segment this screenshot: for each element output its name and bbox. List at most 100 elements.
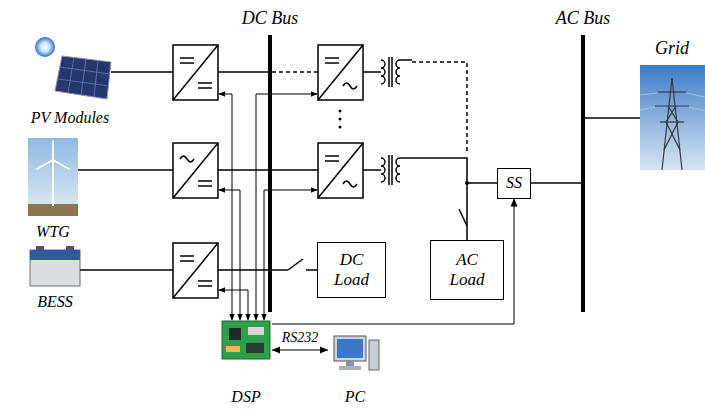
transformer-symbol (381, 158, 385, 182)
dc-ac-inverter (318, 143, 363, 198)
pc-picture (369, 340, 379, 370)
grid-pylon-picture (640, 93, 658, 95)
grid-pylon-picture (655, 78, 689, 170)
battery-picture (30, 250, 80, 260)
dc-dc-converter (173, 45, 218, 100)
box-label: AC Load (437, 250, 497, 289)
power-wire (466, 226, 468, 240)
load-box: AC Load (430, 240, 504, 300)
dc-ac-inverter (318, 45, 363, 100)
pv-module-picture (81, 59, 86, 95)
control-signal-line (219, 94, 317, 320)
dashed-wire (272, 62, 467, 154)
battery-picture (36, 246, 44, 250)
transformer-symbol (381, 60, 385, 84)
ac-dc-converter (180, 156, 194, 162)
pv-module-picture (58, 58, 110, 98)
grid-pylon-picture (660, 121, 684, 122)
dc-dc-converter (173, 243, 218, 298)
ac-dc-converter (173, 143, 218, 198)
grid-pylon-picture (664, 122, 678, 150)
ac-dc-converter (173, 143, 218, 198)
grid-pylon-picture (666, 122, 680, 150)
bus-bar (581, 35, 585, 312)
box-label: DC Load (324, 250, 379, 289)
control-signal-line (219, 190, 240, 320)
transformer-symbol (389, 57, 392, 87)
dc-ac-inverter (318, 143, 363, 198)
dsp-board-picture (248, 327, 264, 335)
pv-module-picture (68, 58, 74, 94)
bus-label: DC Bus (242, 8, 299, 29)
control-signal-line (256, 94, 317, 320)
grid-pylon-picture (640, 107, 655, 110)
pc-picture (334, 336, 379, 370)
part-label: WTG (36, 223, 70, 241)
grid-pylon-picture (640, 65, 705, 170)
bus-label: AC Bus (556, 8, 611, 29)
dsp-board-picture (246, 343, 264, 353)
dsp-board-picture (229, 328, 241, 340)
pv-module-picture (35, 37, 111, 99)
battery-picture (66, 246, 74, 250)
dc-ac-inverter (343, 181, 357, 187)
dashed-wire (412, 62, 467, 154)
dc-dc-converter (173, 243, 218, 298)
grid-pylon-picture (658, 91, 686, 92)
pv-module-picture (58, 79, 109, 86)
transformer-symbol (396, 60, 400, 84)
pv-module-picture (55, 56, 111, 99)
power-wire (288, 259, 303, 270)
wind-turbine-picture (52, 160, 54, 206)
transformer-symbol (363, 71, 381, 73)
pc-node: PC (328, 330, 382, 406)
battery-picture (30, 250, 80, 286)
arrow-head (320, 347, 328, 354)
dc-dc-converter (173, 45, 218, 100)
wind-turbine-picture (52, 141, 54, 160)
transformer-symbol (363, 57, 412, 87)
dc-dc-converter (180, 256, 194, 261)
box-label: SS (506, 174, 522, 192)
dsp-board-picture (222, 321, 270, 359)
dc-ac-inverter (343, 83, 357, 89)
power-wire (218, 269, 288, 271)
picture-caption: PC (345, 388, 365, 406)
dc-dc-converter (198, 281, 212, 286)
power-wire (218, 71, 270, 73)
ac-dc-converter (198, 181, 212, 186)
pv-module-picture (35, 37, 55, 57)
transformer-symbol (400, 157, 412, 159)
arrow-head (511, 199, 518, 207)
control-signal-line (264, 190, 317, 320)
junction-dot (465, 181, 469, 185)
control-signal-line (219, 94, 232, 320)
power-wire (80, 269, 173, 271)
dsp-board-picture (226, 346, 240, 352)
power-wire (459, 209, 467, 226)
power-wire (78, 72, 640, 270)
signal-connector (272, 199, 514, 325)
dc-ac-inverter (318, 45, 363, 100)
wind-turbine-picture (28, 138, 78, 216)
dc-dc-converter (180, 58, 194, 63)
dsp-node: DSP (220, 318, 272, 406)
transformer-symbol (389, 155, 392, 185)
power-wire (583, 117, 640, 119)
part-label: BESS (37, 293, 73, 311)
part-label: Grid (655, 38, 689, 59)
pc-picture (346, 361, 354, 366)
battery-picture (30, 246, 80, 286)
ac-dc-converter (173, 143, 218, 198)
load-box: DC Load (317, 242, 386, 298)
power-wire (412, 158, 467, 226)
picture-caption: DSP (231, 388, 260, 406)
dsp-board-picture (222, 321, 270, 359)
ellipsis-dots (339, 110, 342, 129)
grid-pylon-picture (689, 107, 705, 111)
static-switch-box: SS (497, 168, 531, 199)
power-wire (531, 182, 583, 184)
